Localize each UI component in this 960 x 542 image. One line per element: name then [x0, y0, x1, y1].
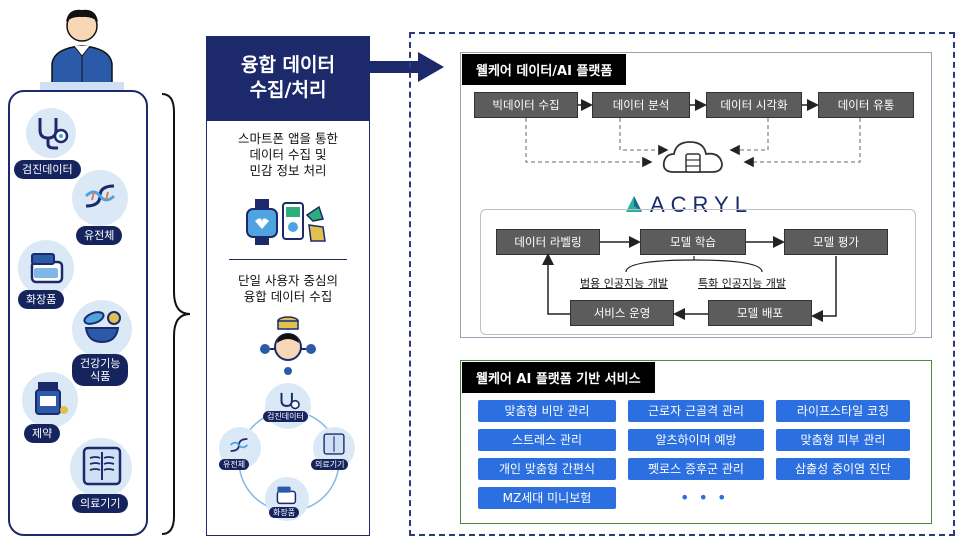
cosmetics-icon — [276, 486, 297, 505]
stethoscope-icon — [280, 392, 300, 410]
ai-step-evaluation: 모델 평가 — [784, 229, 888, 255]
flow-arrow — [370, 52, 444, 82]
service-otitis: 삼출성 중이염 진단 — [776, 458, 910, 480]
hub-label: 화장품 — [269, 507, 300, 518]
medicine-bottle-icon — [35, 382, 68, 415]
service-lifestyle: 라이프스타일 코칭 — [776, 400, 910, 422]
flow-step-analysis: 데이터 분석 — [592, 92, 690, 118]
general-ai-label: 범용 인공지능 개발 — [580, 277, 668, 290]
hub-label: 검진데이터 — [263, 411, 308, 422]
service-skin: 맞춤형 피부 관리 — [776, 429, 910, 451]
smartphone-collection-text: 스마트폰 앱을 통한 데이터 수집 및 민감 정보 처리 — [238, 131, 338, 178]
single-user-text: 단일 사용자 중심의 융합 데이터 수집 — [238, 273, 338, 304]
ai-step-deploy: 모델 배포 — [708, 300, 812, 326]
dna-icon — [84, 184, 116, 208]
service-petloss: 펫로스 증후군 관리 — [628, 458, 764, 480]
flow-step-big-data: 빅데이터 수집 — [474, 92, 578, 118]
left-item-label: 검진데이터 — [14, 160, 81, 179]
xray-icon — [82, 446, 122, 486]
supplement-icon — [83, 311, 121, 344]
left-item-label: 건강기능 식품 — [72, 354, 129, 386]
stethoscope-icon — [38, 118, 69, 150]
user-avatar-icon — [51, 9, 113, 90]
hub-label: 의료기기 — [311, 459, 349, 470]
platform-title: 웰케어 데이터/AI 플랫폼 — [462, 54, 627, 85]
user-spotlight — [40, 82, 124, 92]
flow-connectors — [525, 99, 861, 168]
acryl-logo-icon — [626, 196, 642, 212]
ai-step-training: 모델 학습 — [640, 229, 746, 255]
left-item-label: 화장품 — [18, 290, 65, 309]
service-obesity: 맞춤형 비만 관리 — [478, 400, 616, 422]
left-item-label: 제약 — [24, 424, 61, 443]
fusion-data-title: 융합 데이터 수집/처리 — [207, 37, 369, 121]
brace-bracket — [161, 93, 191, 535]
left-item-label: 유전체 — [76, 226, 123, 245]
user-hub-icon — [260, 316, 316, 375]
acryl-brand: ACRYL — [650, 192, 753, 217]
service-stress: 스트레스 관리 — [478, 429, 616, 451]
divider-line — [229, 259, 347, 260]
cloud-server-icon — [662, 141, 723, 173]
ai-pipeline-connectors — [542, 236, 837, 322]
smartwatch-phone-icon — [246, 199, 326, 245]
circle-bg — [26, 108, 76, 158]
service-insurance: MZ세대 미니보험 — [478, 487, 616, 509]
ai-pipeline-box — [480, 209, 916, 335]
service-meal: 개인 맞춤형 간편식 — [478, 458, 616, 480]
left-item-label: 의료기기 — [72, 494, 129, 513]
service-musculoskeletal: 근로자 근골격 관리 — [628, 400, 764, 422]
services-title: 웰케어 AI 플랫폼 기반 서비스 — [462, 362, 655, 393]
specific-ai-label: 특화 인공지능 개발 — [698, 277, 786, 290]
dna-icon — [229, 438, 249, 452]
xray-icon — [323, 433, 345, 455]
hub-label: 유전체 — [219, 459, 250, 470]
more-indicator: • • • — [680, 488, 729, 507]
service-alzheimer: 알츠하이머 예방 — [628, 429, 764, 451]
cosmetics-icon — [30, 253, 64, 284]
flow-step-distribution: 데이터 유통 — [818, 92, 914, 118]
flow-step-visualization: 데이터 시각화 — [706, 92, 802, 118]
fusion-data-panel: 융합 데이터 수집/처리 스마트폰 앱을 통한 데이터 수집 및 민감 정보 처… — [206, 36, 370, 536]
platform-container — [409, 32, 955, 536]
ai-step-service: 서비스 운영 — [570, 300, 674, 326]
